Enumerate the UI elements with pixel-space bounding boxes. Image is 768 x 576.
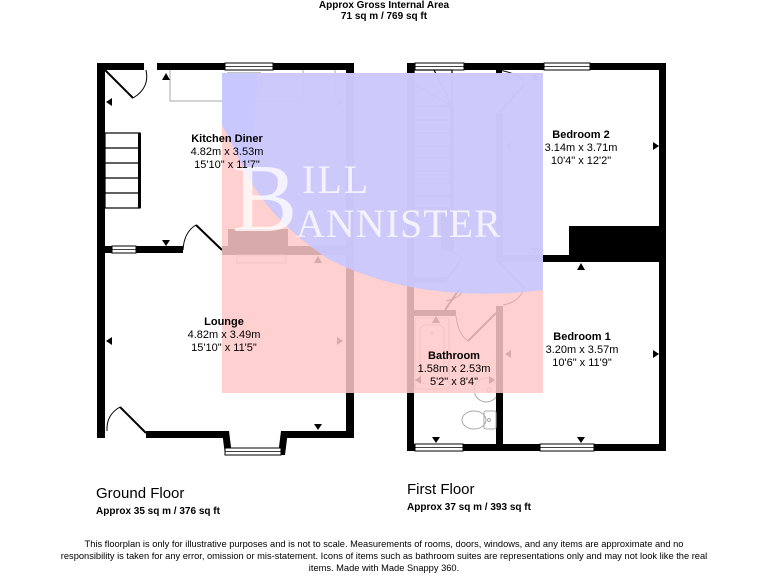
toilet-icon xyxy=(461,410,497,430)
gross-area-value: 71 sq m / 769 sq ft xyxy=(340,11,428,22)
room-name: Bathroom xyxy=(428,350,480,362)
room-name: Lounge xyxy=(204,316,244,328)
watermark-overlay xyxy=(222,73,543,393)
first-floor-title: First Floor xyxy=(407,481,475,498)
ground-floor-area: Approx 35 sq m / 376 sq ft xyxy=(96,506,220,517)
room-name: Kitchen Diner xyxy=(191,133,263,145)
room-imperial: 10'4" x 12'2" xyxy=(550,155,612,167)
room-imperial: 5'2" x 8'4" xyxy=(429,376,479,388)
room-metric: 3.14m x 3.71m xyxy=(544,142,618,154)
room-metric: 1.58m x 2.53m xyxy=(417,363,491,375)
stairs-icon xyxy=(104,132,141,209)
room-imperial: 10'6" x 11'9" xyxy=(552,357,612,369)
room-imperial: 15'10" x 11'7" xyxy=(194,159,260,171)
room-name: Bedroom 1 xyxy=(553,331,611,343)
room-name: Bedroom 2 xyxy=(552,129,610,141)
room-bedroom-2: Bedroom 2 3.14m x 3.71m 10'4" x 12'2" xyxy=(545,129,618,168)
first-floor-area: Approx 37 sq m / 393 sq ft xyxy=(407,502,531,513)
room-metric: 4.82m x 3.49m xyxy=(187,329,261,341)
room-lounge: Lounge 4.82m x 3.49m 15'10" x 11'5" xyxy=(188,316,261,355)
ground-floor-title: Ground Floor xyxy=(96,485,185,502)
room-bathroom: Bathroom 1.58m x 2.53m 5'2" x 8'4" xyxy=(418,350,491,389)
room-kitchen-diner: Kitchen Diner 4.82m x 3.53m 15'10" x 11'… xyxy=(191,133,264,172)
room-metric: 3.20m x 3.57m xyxy=(545,344,619,356)
gross-area-title: Approx Gross Internal Area xyxy=(318,0,450,11)
disclaimer-text: This floorplan is only for illustrative … xyxy=(60,539,708,573)
watermark-line1: ILL xyxy=(302,157,371,202)
room-imperial: 15'10" x 11'5" xyxy=(191,342,257,354)
watermark-line2: ANNISTER xyxy=(296,201,502,246)
room-bedroom-1: Bedroom 1 3.20m x 3.57m 10'6" x 11'9" xyxy=(546,331,619,370)
watermark-initial: B xyxy=(232,145,298,253)
room-metric: 4.82m x 3.53m xyxy=(190,146,264,158)
